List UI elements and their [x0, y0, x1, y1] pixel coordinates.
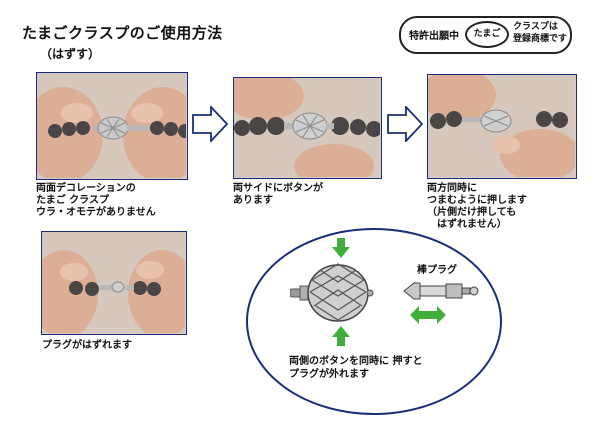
badge-trademark-line1: クラスプは [513, 22, 558, 32]
patent-badge: 特許出願中 たまご クラスプは 登録商標です [399, 16, 572, 54]
step2-caption: 両サイドにボタンが あります [233, 183, 323, 206]
badge-patent-pending: 特許出願中 [409, 31, 459, 42]
page-subtitle: （はずす） [40, 47, 101, 61]
clasp-illustration [290, 263, 374, 322]
badge-trademark-line2: 登録商標です [513, 34, 568, 44]
detail-caption: 両側のボタンを同時に 押すと プラグが外れます [289, 356, 423, 380]
bar-plug-illustration [403, 282, 479, 300]
bar-plug-label: 棒プラグ [417, 265, 457, 276]
step2-photo [233, 77, 382, 179]
step4-caption: プラグがはずれます [42, 340, 132, 351]
step4-photo [41, 231, 187, 335]
step3-caption: 両方同時に つまむように押します （片側だけ押しても はずれません） [427, 183, 527, 230]
next-arrow-icon [387, 106, 424, 142]
badge-tamago-oval: たまご [465, 21, 509, 48]
badge-trademark-text: クラスプは 登録商標です [513, 21, 567, 45]
page-title: たまごクラスプのご使用方法 [22, 24, 223, 42]
press-down-arrow-icon [332, 238, 350, 258]
separate-double-arrow-icon [410, 306, 446, 324]
step3-photo [427, 74, 577, 179]
step1-caption: 両面デコレーションの たまご クラスプ ウラ・オモテがありません [36, 183, 156, 218]
detail-oval [246, 228, 502, 415]
press-up-arrow-icon [332, 326, 350, 346]
step1-photo [36, 72, 188, 180]
next-arrow-icon [192, 106, 229, 142]
